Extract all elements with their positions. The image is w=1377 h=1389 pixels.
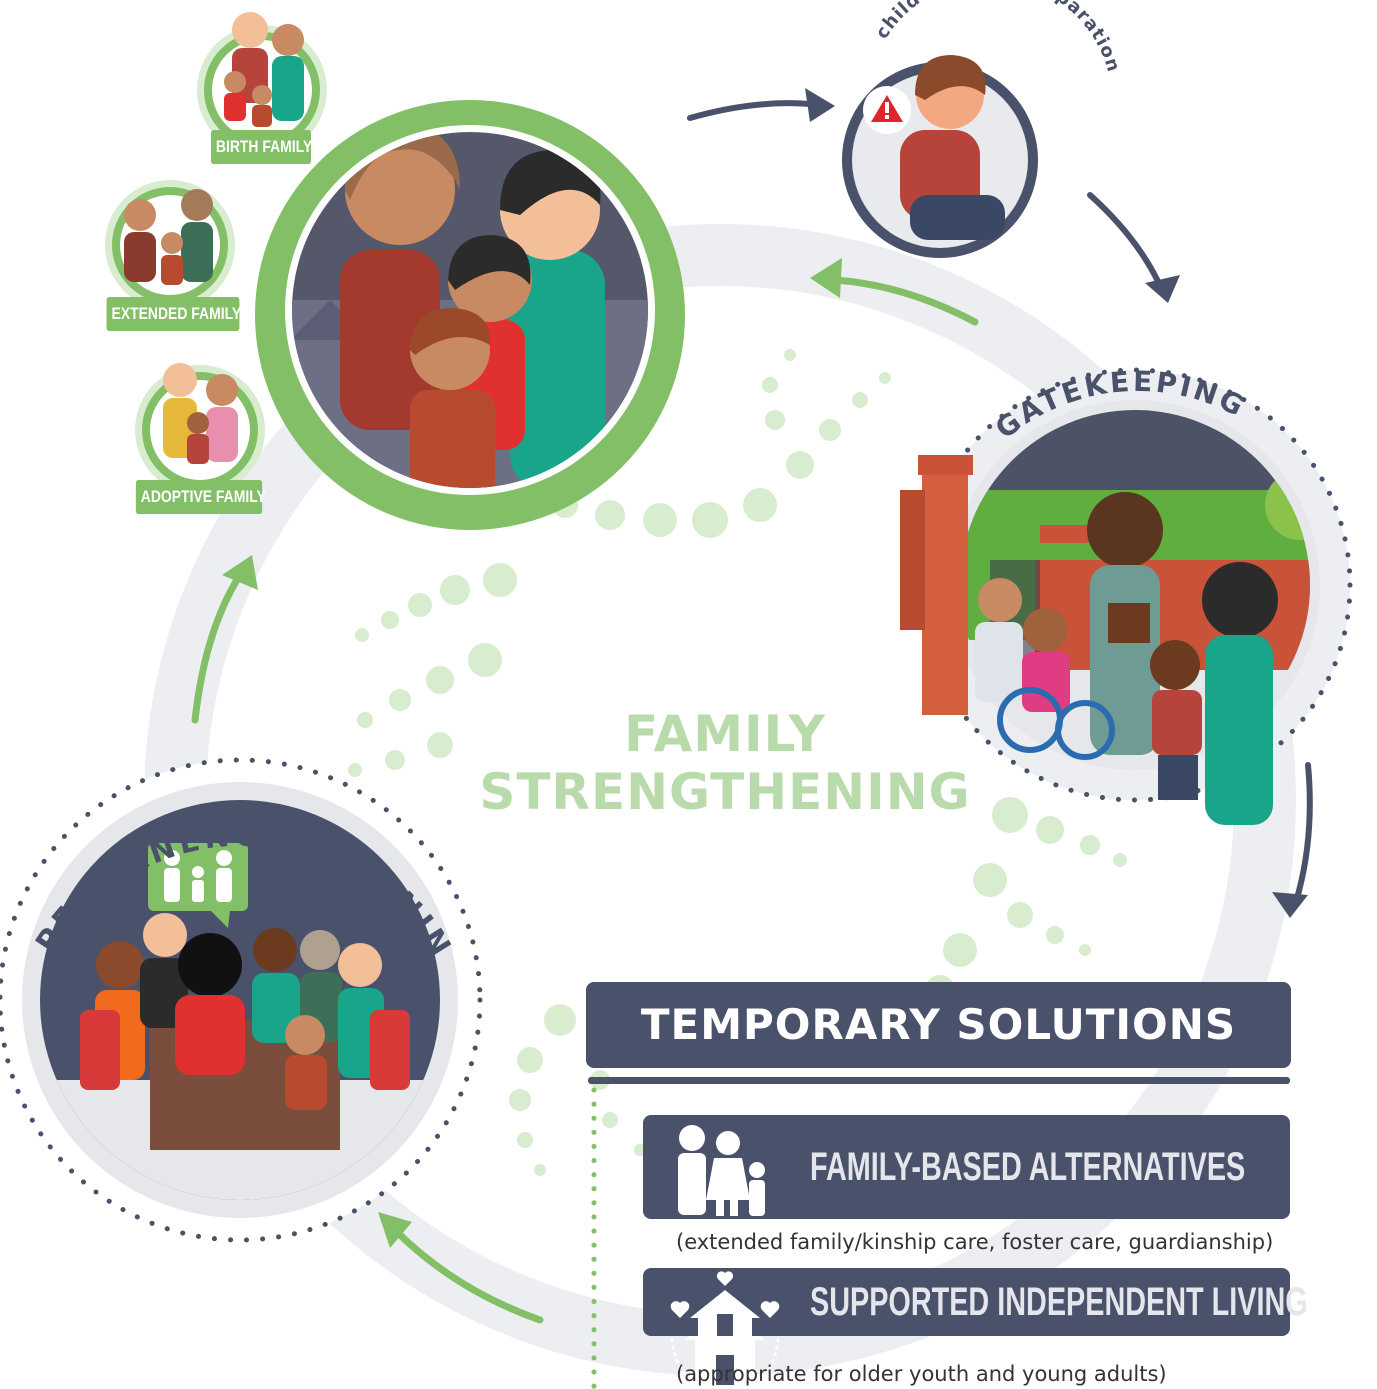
birth-family-label: BIRTH FAMILY — [210, 130, 312, 164]
center-line-1: FAMILY — [624, 705, 826, 763]
alert-icon — [863, 86, 911, 134]
adoptive-family-label: ADOPTIVE FAMILY — [135, 480, 266, 514]
dark-arrows — [687, 100, 1313, 908]
green-arrows — [191, 276, 979, 1324]
extended-family-label: EXTENDED FAMILY — [106, 297, 241, 331]
people-icon — [148, 843, 248, 928]
green-arrowheads — [222, 258, 842, 1248]
family-based-alternatives-label: FAMILY-BASED ALTERNATIVES — [810, 1145, 1246, 1189]
adoptive-family-circle — [135, 363, 265, 495]
family-based-alternatives-caption: (extended family/kinship care, foster ca… — [676, 1230, 1274, 1254]
supported-independent-living-caption: (appropriate for older youth and young a… — [676, 1362, 1167, 1386]
title-underline — [588, 1077, 1290, 1084]
birth-family-circle — [197, 12, 327, 155]
supported-independent-living-label: SUPPORTED INDEPENDENT LIVING — [810, 1280, 1308, 1324]
temporary-solutions-title: TEMPORARY SOLUTIONS — [586, 982, 1291, 1068]
spiral-dots — [348, 349, 1127, 1176]
center-line-2: STRENGTHENING — [479, 763, 971, 821]
extended-family-circle — [105, 180, 235, 310]
family-strengthening-title: FAMILY STRENGTHENING — [470, 705, 980, 821]
svg-text:child at risk of separation: child at risk of separation — [872, 0, 1125, 75]
child-at-risk-label: child at risk of separation — [872, 0, 1124, 75]
dark-arrowheads — [805, 88, 1308, 918]
